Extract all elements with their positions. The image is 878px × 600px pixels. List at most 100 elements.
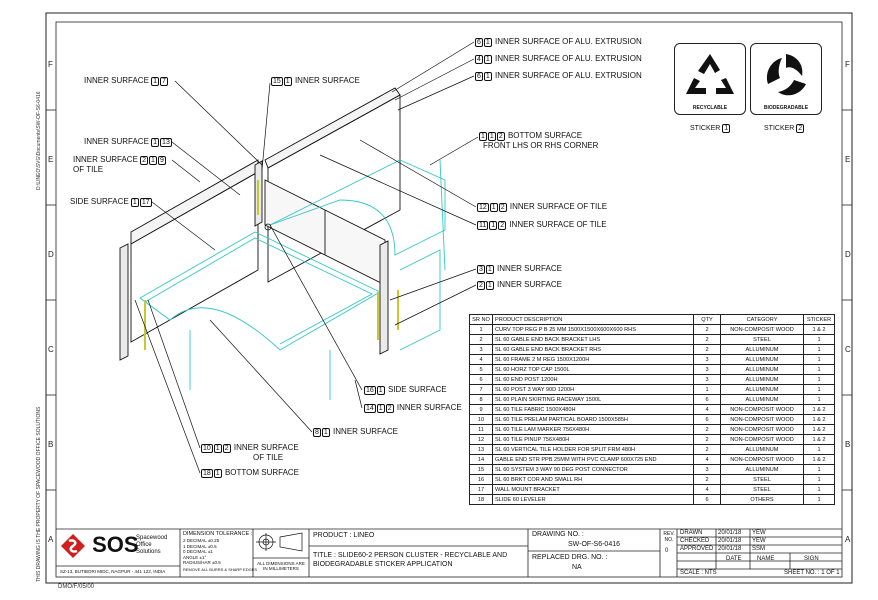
table-cell: 3 [469,344,493,355]
table-cell: 1 [803,484,835,495]
workstation-drawing [119,87,401,361]
table-cell: 3 [693,374,721,385]
sticker-biodegradable: BIODEGRADABLE [750,43,822,115]
table-cell: 1 & 2 [803,414,835,425]
col-qty: QTY [693,314,721,325]
company-address: SZ-13, BUTIBORI MIDC, NAGPUR - 441 122, … [60,569,166,574]
company-logo: SOS [60,533,139,559]
table-cell: ALLUMINUM [720,344,804,355]
zone-left-f: F [48,60,53,69]
table-cell: CURV TOP REG P B 25 MM 1500X1500X600X600… [492,324,694,335]
table-cell: 2 [693,444,721,455]
table-cell: SL 60 VERTICAL TILE HOLDER FOR SPLIT FRM… [492,444,694,455]
table-cell: 1 [803,344,835,355]
table-cell: 13 [469,444,493,455]
table-cell: 1 [803,384,835,395]
table-cell: SL 60 GABLE END BACK BRACKET RHS [492,344,694,355]
table-cell: 1 & 2 [803,424,835,435]
table-cell: 1 [803,374,835,385]
sign-header: SIGN [804,556,819,562]
table-cell: GABLE END STR PPB 25MM WITH PVC CLAMP 60… [492,454,694,465]
table-cell: 10 [469,414,493,425]
table-cell: 4 [693,484,721,495]
table-cell: 1 & 2 [803,454,835,465]
margin-property-note: THIS DRAWING IS THE PROPERTY OF SPACEWOO… [36,406,42,582]
table-body: 1 CURV TOP REG P B 25 MM 1500X1500X600X60… [469,324,835,505]
zone-right-c: C [845,345,851,354]
rev-label: REV. NO. [663,531,675,543]
table-cell: ALLUMINUM [720,354,804,365]
table-cell: 3 [693,364,721,375]
table-cell: 1 [803,394,835,405]
table-cell: ALLUMINUM [720,374,804,385]
zone-left-d: D [48,250,54,259]
table-cell: NON-COMPOSIT WOOD [720,414,804,425]
drawn-by: YEW [752,530,766,536]
table-cell: 2 [693,474,721,485]
tolerance-note: REMOVE ALL BURRS & SHARP EDGES [183,567,258,572]
table-cell: 1 & 2 [803,404,835,415]
col-category: CATEGORY [720,314,804,325]
table-cell: 2 [469,334,493,345]
table-cell: SL 60 TILE PINUP 756X480H [492,434,694,445]
zone-right-e: E [845,155,851,164]
table-cell: 12 [469,434,493,445]
table-cell: SL 60 BRKT COR AND SMALL RH [492,474,694,485]
table-cell: 17 [469,484,493,495]
table-cell: 2 [693,424,721,435]
recycle-icon [686,54,734,94]
table-cell: NON-COMPOSIT WOOD [720,434,804,445]
table-cell: SL 60 PLAIN SKIRTING RACEWAY 1500L [492,394,694,405]
drawing-no-label: DRAWING NO. : [532,531,584,538]
margin-file-path: D:\LINEO\SVG\Documents\SW-OF-S6-0416 [36,91,42,190]
table-cell: 8 [469,394,493,405]
table-cell: 6 [469,374,493,385]
name-header: NAME [757,556,775,562]
approved-label: APPROVED [680,546,714,552]
table-cell: 9 [469,404,493,415]
table-cell: 6 [693,394,721,405]
table-cell: ALLUMINUM [720,464,804,475]
table-cell: 1 [803,464,835,475]
table-cell: SL 60 GABLE END BACK BRACKET LHS [492,334,694,345]
table-cell: ALLUMINUM [720,364,804,375]
approved-date: 20/01/18 [718,546,742,552]
date-header: DATE [726,556,742,562]
table-cell: 4 [693,454,721,465]
desk-tops [139,159,446,400]
zone-left-c: C [48,345,54,354]
table-cell: SL 60 HORZ TOP CAP 1500L [492,364,694,375]
table-cell: 1 & 2 [803,434,835,445]
table-cell: 5 [469,364,493,375]
table-cell: NON-COMPOSIT WOOD [720,324,804,335]
margin-form-code: DMO/F/05/00 [58,584,95,590]
zone-left-a: A [48,535,54,544]
